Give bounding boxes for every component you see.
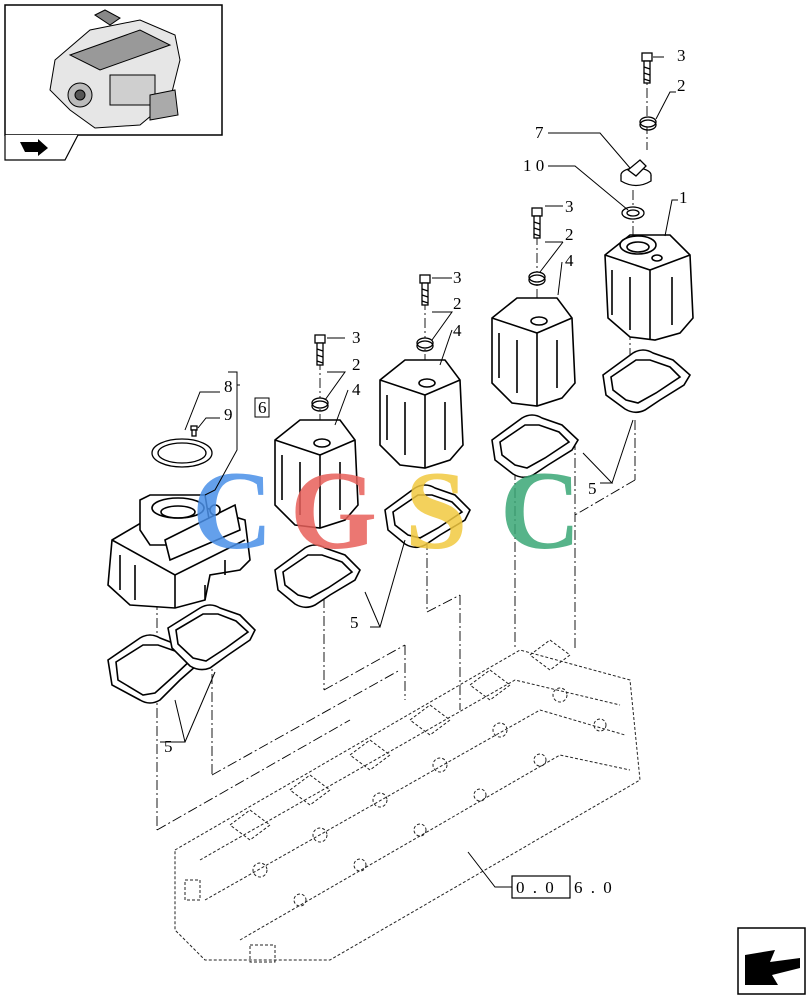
cylinder-head-dashed: [174, 639, 641, 963]
filler-seal: [621, 206, 645, 220]
valve-cover-a: [274, 419, 359, 529]
hardware: [151, 52, 657, 468]
callout-2: 2: [677, 76, 686, 95]
watermark: C G S C: [192, 449, 581, 573]
washer-3: [528, 271, 546, 283]
washer-1: [311, 397, 329, 409]
callout-2: 2: [565, 225, 574, 244]
valve-cover-b: [379, 359, 464, 469]
washer-2: [416, 337, 434, 349]
watermark-letter-4: C: [500, 449, 581, 573]
callout-1: 1: [679, 188, 688, 207]
watermark-letter-1: C: [192, 449, 273, 573]
leader-lines: [160, 55, 678, 888]
callout-6: 6: [258, 398, 267, 417]
watermark-letter-2: G: [290, 449, 377, 573]
callouts: 3 2 7 1 0 1 3 2 4 3 2 4 3 2 4 8 9 6 5 5 …: [164, 46, 688, 756]
callout-6-box: [254, 397, 270, 418]
arrow-icon: [20, 139, 48, 156]
nav-arrow-tab[interactable]: [4, 134, 79, 161]
callout-3: 3: [352, 328, 361, 347]
bolt-3: [531, 207, 543, 239]
callout-3: 3: [677, 46, 686, 65]
valve-cover-c: [491, 297, 576, 407]
valve-covers: [107, 234, 694, 609]
callout-9: 9: [224, 405, 233, 424]
callout-8: 8: [224, 377, 233, 396]
breather-seal: [151, 438, 213, 468]
oil-filler-cap: [620, 159, 652, 187]
alignment-lines: [156, 70, 648, 831]
engine-icon: [49, 9, 181, 129]
callout-4: 4: [565, 251, 574, 270]
next-page-button[interactable]: [737, 927, 806, 995]
reference-boxed-text: 0 . 0: [516, 878, 556, 897]
callout-7: 7: [535, 123, 544, 142]
washer-4: [639, 116, 657, 128]
callout-2: 2: [453, 294, 462, 313]
bolt-2: [419, 274, 431, 306]
callout-2: 2: [352, 355, 361, 374]
breather-cover: [107, 494, 251, 609]
reference-rest-text: 6 . 0: [574, 878, 614, 897]
breather-screw: [190, 425, 198, 437]
gaskets: [107, 349, 692, 704]
watermark-letter-3: S: [405, 449, 467, 573]
callout-4: 4: [352, 380, 361, 399]
callout-3: 3: [565, 197, 574, 216]
bolt-1: [314, 334, 326, 366]
engine-thumbnail[interactable]: [4, 4, 223, 136]
reference-box: [511, 875, 571, 899]
callout-10: 1 0: [523, 156, 544, 175]
callout-5: 5: [164, 737, 173, 756]
valve-cover-filler: [604, 234, 694, 341]
callout-3: 3: [453, 268, 462, 287]
bolt-4: [641, 52, 653, 84]
callout-4: 4: [453, 321, 462, 340]
callout-5: 5: [350, 613, 359, 632]
section-reference[interactable]: 0 . 0 6 . 0: [511, 875, 614, 899]
next-arrow-icon: [745, 950, 800, 985]
callout-5: 5: [588, 479, 597, 498]
